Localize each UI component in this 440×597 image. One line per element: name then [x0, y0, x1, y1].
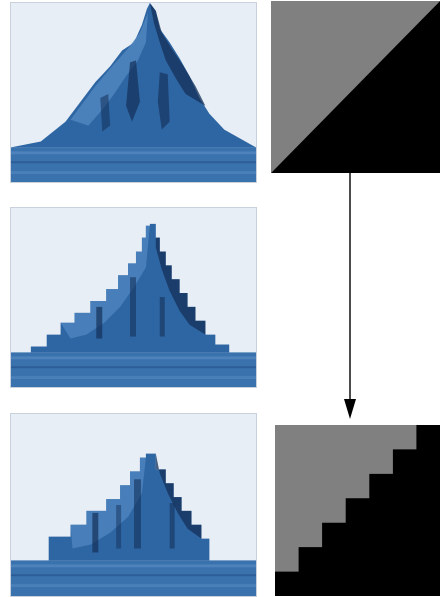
diagonal-split-diagram: [271, 1, 440, 173]
mountain-medium-steps-graphic: [11, 208, 256, 387]
staircase-diagonal-graphic: [275, 425, 440, 596]
staircase-diagram: [275, 425, 440, 596]
black-staircase-region: [275, 425, 440, 596]
mountain-image-medium-steps: [10, 207, 257, 388]
mountain-image-smooth: [10, 2, 257, 183]
smooth-diagonal-graphic: [271, 1, 440, 173]
black-triangle: [271, 1, 440, 173]
mountain-smooth-graphic: [11, 3, 256, 182]
mountain-coarse-steps-graphic: [11, 414, 256, 596]
down-arrow-icon: [338, 173, 362, 423]
mountain-image-coarse-steps: [10, 413, 257, 597]
